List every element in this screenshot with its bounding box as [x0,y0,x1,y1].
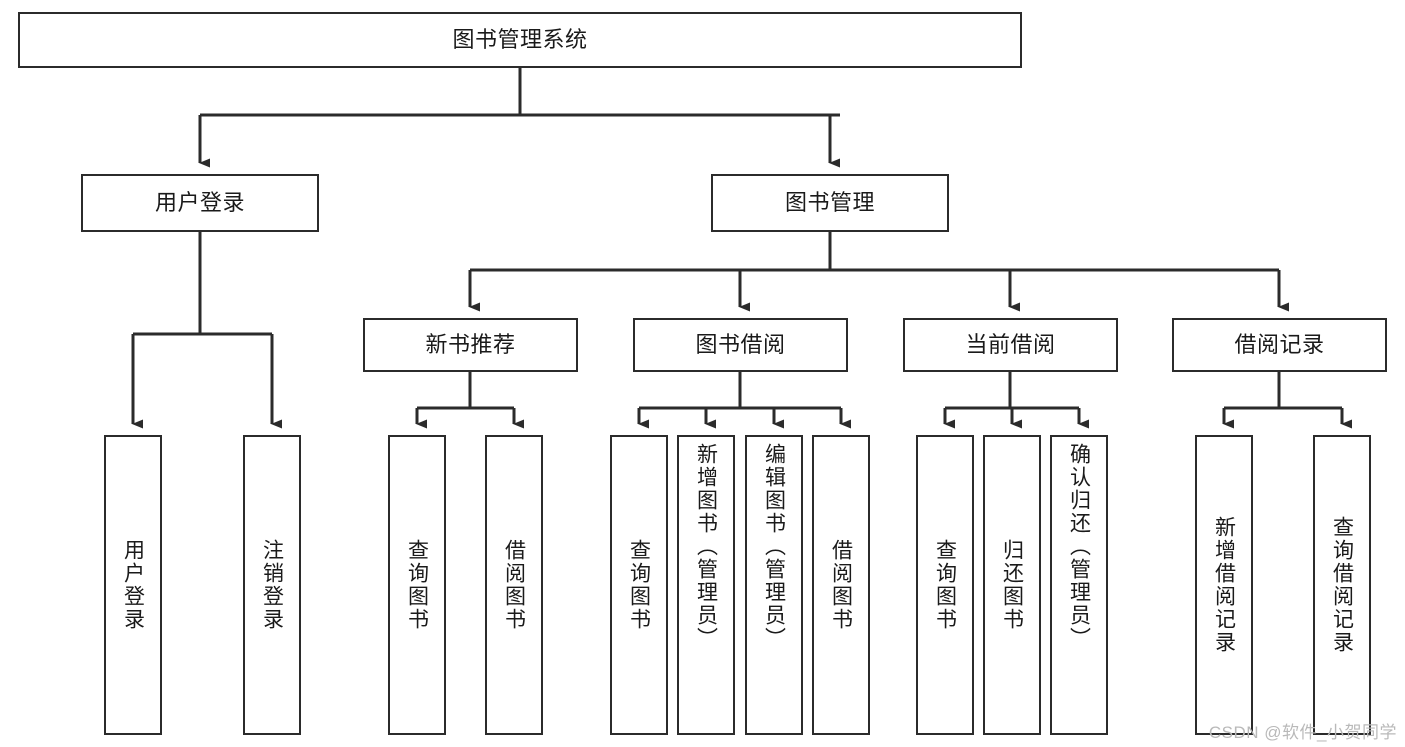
leaf-query-book-nbr[interactable]: 查询图书 [388,435,446,735]
edges-userlogin-children [131,232,282,429]
leaf-query-book-bb[interactable]: 查询图书 [610,435,668,735]
leaf-return-book-label: 归还图书 [1000,539,1024,631]
leaf-query-borrow-record[interactable]: 查询借阅记录 [1313,435,1371,735]
edges-newbookrec-children [415,372,524,429]
edges-currentborrow-children [943,372,1089,429]
node-current-borrow-label: 当前借阅 [965,332,1056,358]
leaf-add-book-admin[interactable]: 新增图书（管理员） [677,435,735,735]
node-new-book-recommend[interactable]: 新书推荐 [363,318,578,372]
node-new-book-recommend-label: 新书推荐 [425,332,516,358]
leaf-add-book-admin-label: 新增图书（管理员） [694,443,718,650]
leaf-borrow-book-nbr-label: 借阅图书 [502,539,526,631]
leaf-logout-label: 注销登录 [260,539,284,631]
node-user-login[interactable]: 用户登录 [81,174,319,232]
leaf-query-book-cb-label: 查询图书 [933,539,957,631]
node-root-system[interactable]: 图书管理系统 [18,12,1022,68]
leaf-return-book[interactable]: 归还图书 [983,435,1041,735]
edges-bookmgmt-children [468,232,1289,312]
node-book-management[interactable]: 图书管理 [711,174,949,232]
leaf-user-login[interactable]: 用户登录 [104,435,162,735]
leaf-add-borrow-record-label: 新增借阅记录 [1212,516,1236,654]
node-borrow-record[interactable]: 借阅记录 [1172,318,1387,372]
csdn-watermark: CSDN @软件_小贺同学 [1208,723,1397,742]
leaf-confirm-return-admin[interactable]: 确认归还（管理员） [1050,435,1108,735]
leaf-query-book-nbr-label: 查询图书 [405,539,429,631]
leaf-confirm-return-admin-label: 确认归还（管理员） [1067,443,1091,650]
edges-borrowrecord-children [1222,372,1352,429]
leaf-query-borrow-record-label: 查询借阅记录 [1330,516,1354,654]
leaf-add-borrow-record[interactable]: 新增借阅记录 [1195,435,1253,735]
leaf-borrow-book-bb-label: 借阅图书 [829,539,853,631]
leaf-edit-book-admin-label: 编辑图书（管理员） [762,443,786,650]
node-current-borrow[interactable]: 当前借阅 [903,318,1118,372]
node-borrow-record-label: 借阅记录 [1234,332,1325,358]
edges-root-to-level2 [198,68,840,168]
edges-bookborrow-children [637,372,851,429]
leaf-edit-book-admin[interactable]: 编辑图书（管理员） [745,435,803,735]
node-book-management-label: 图书管理 [784,190,875,216]
node-root-label: 图书管理系统 [452,27,588,53]
leaf-borrow-book-nbr[interactable]: 借阅图书 [485,435,543,735]
node-book-borrow-label: 图书借阅 [695,332,786,358]
leaf-query-book-cb[interactable]: 查询图书 [916,435,974,735]
leaf-borrow-book-bb[interactable]: 借阅图书 [812,435,870,735]
leaf-query-book-bb-label: 查询图书 [627,539,651,631]
leaf-logout[interactable]: 注销登录 [243,435,301,735]
node-user-login-label: 用户登录 [154,190,245,216]
leaf-user-login-label: 用户登录 [121,539,145,631]
node-book-borrow[interactable]: 图书借阅 [633,318,848,372]
